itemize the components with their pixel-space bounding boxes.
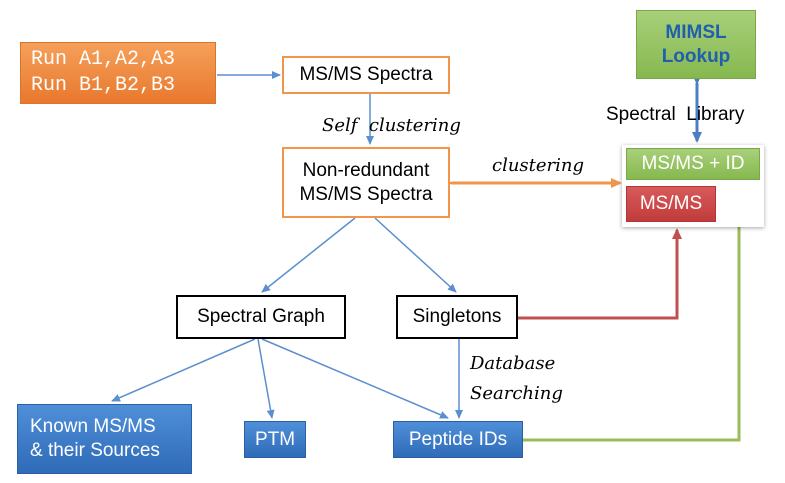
msms-spectra-box: MS/MS Spectra (282, 56, 450, 94)
clustering-word: clustering (368, 115, 461, 136)
ptm-box: PTM (244, 421, 306, 458)
nonredundant-line2: MS/MS Spectra (299, 183, 433, 205)
library-msms-id-label: MS/MS + ID (641, 153, 745, 174)
library-word: Library (686, 104, 745, 125)
arrow-to-ptm (257, 338, 275, 419)
arrow-to-spectral-graph (261, 217, 356, 293)
runs-box: Run A1,A2,A3 Run B1,B2,B3 (20, 42, 216, 104)
spectral-library-label: Spectral Library (606, 104, 744, 126)
arrow-graph-to-peptide (261, 338, 449, 419)
ptm-label: PTM (254, 428, 296, 450)
known-msms-line2: & their Sources (30, 440, 160, 461)
peptide-ids-box: Peptide IDs (393, 421, 523, 458)
runs-line1: Run A1,A2,A3 (31, 48, 176, 71)
arrow-to-singletons (374, 217, 457, 293)
spectral-graph-box: Spectral Graph (176, 295, 346, 339)
mimsl-lookup-box: MIMSL Lookup (636, 10, 756, 79)
known-msms-line1: Known MS/MS (30, 416, 156, 437)
spectral-graph-label: Spectral Graph (197, 306, 325, 327)
arrow-singletons-to-library (518, 228, 682, 320)
self-clustering-label: Self clustering (322, 115, 461, 136)
singletons-box: Singletons (396, 295, 518, 339)
known-msms-box: Known MS/MS & their Sources (17, 404, 192, 474)
mimsl-line1: MIMSL (665, 21, 727, 43)
runs-line2: Run B1,B2,B3 (31, 74, 176, 97)
library-msms-id-box: MS/MS + ID (626, 148, 760, 180)
msms-spectra-label: MS/MS Spectra (299, 64, 433, 85)
database-word: Database (470, 353, 556, 374)
nonredundant-line1: Non-redundant (302, 159, 430, 181)
arrow-to-known-msms (111, 338, 256, 402)
searching-word: Searching (470, 383, 563, 404)
arrow-peptide-to-library (523, 192, 744, 442)
database-searching-label: Database Searching (470, 349, 563, 409)
singletons-label: Singletons (412, 306, 502, 327)
self-word: Self (322, 115, 358, 136)
spectral-word: Spectral (606, 104, 676, 125)
clustering-label: clustering (492, 155, 585, 176)
library-msms-box: MS/MS (626, 186, 716, 222)
mimsl-line2: Lookup (661, 45, 731, 67)
peptide-ids-label: Peptide IDs (408, 428, 508, 450)
nonredundant-box: Non-redundant MS/MS Spectra (282, 147, 450, 218)
library-msms-label: MS/MS (639, 193, 703, 214)
